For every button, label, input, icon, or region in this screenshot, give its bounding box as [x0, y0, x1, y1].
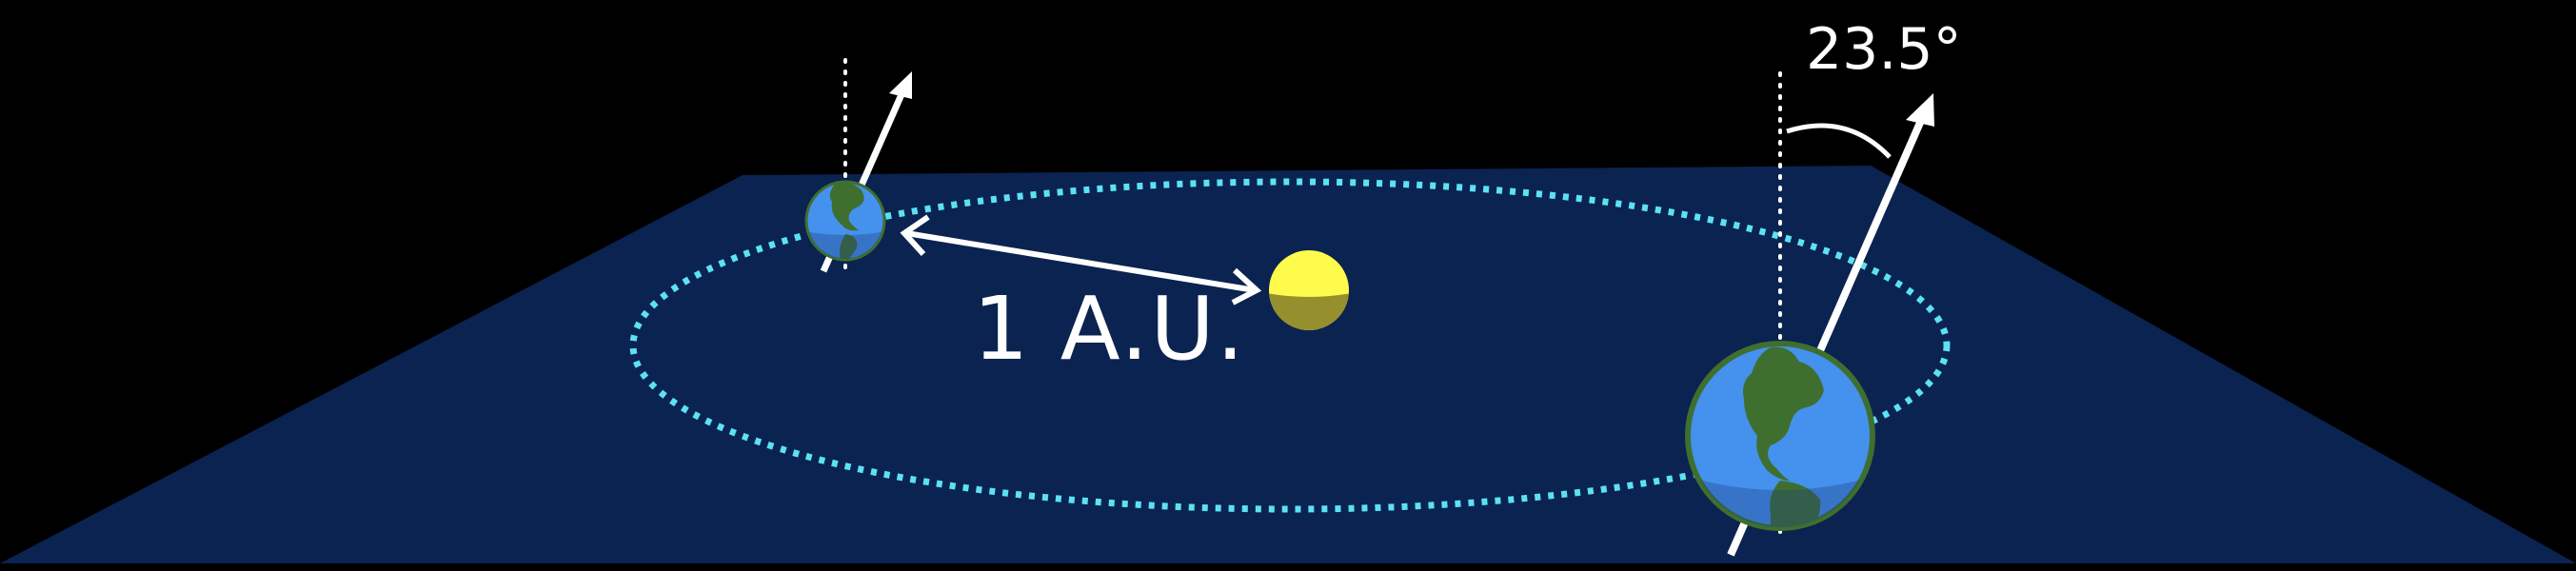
distance-arrow: [900, 214, 1262, 305]
orbital-plane: [0, 166, 2576, 563]
tilt-angle-label: 23.5°: [1806, 16, 1962, 83]
distance-label: 1 A.U.: [973, 278, 1246, 380]
earth-near: [1685, 71, 1934, 557]
axis-arrowhead-near: [1906, 93, 1934, 127]
tilt-angle-arc: [1786, 123, 1892, 159]
axis-arrowhead-far: [889, 71, 912, 99]
orbit-path: [629, 178, 1951, 513]
